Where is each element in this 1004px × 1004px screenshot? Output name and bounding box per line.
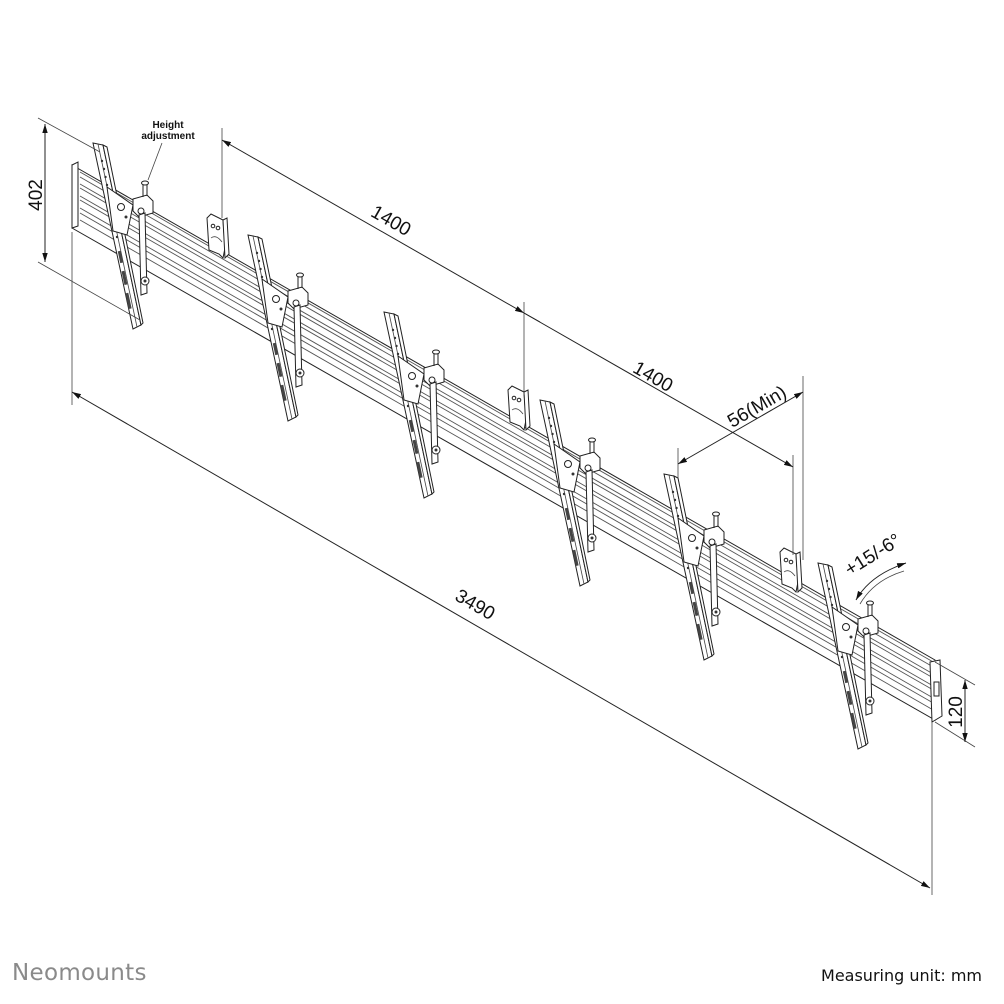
svg-text:Height: Height [152,120,184,131]
dimension-120: 120 [934,661,976,748]
svg-text:+15/-6°: +15/-6° [841,530,905,581]
svg-text:adjustment: adjustment [141,131,195,142]
svg-text:1400: 1400 [629,358,676,397]
tilt-angle-indicator: +15/-6° [841,530,907,605]
svg-text:402: 402 [26,179,47,211]
mounting-rail [71,161,943,723]
measuring-unit-label: Measuring unit: mm [821,966,982,985]
svg-text:120: 120 [946,696,967,728]
svg-text:1400: 1400 [367,202,414,241]
dimension-3490: 3490 [71,232,933,895]
brand-logo: Neomounts [12,960,147,986]
svg-text:3490: 3490 [451,586,498,625]
dimension-402: 402 [26,117,141,321]
height-adjustment-callout: Height adjustment [141,120,195,181]
svg-text:56(Min): 56(Min) [724,382,790,432]
